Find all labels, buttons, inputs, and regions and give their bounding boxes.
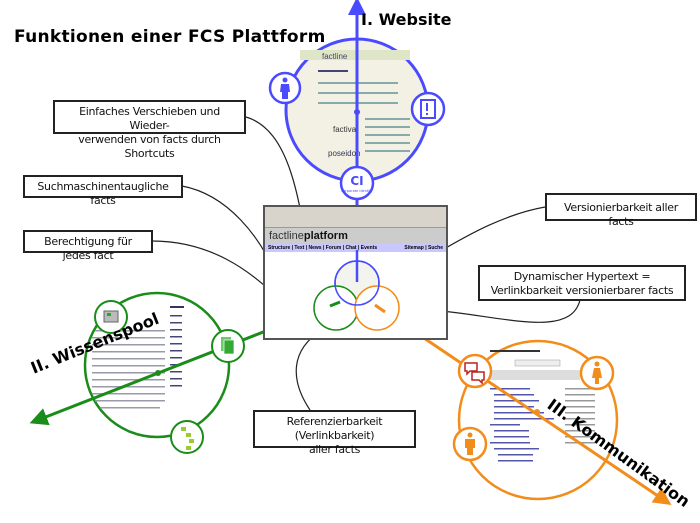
menu-right: Sitemap | Suche — [404, 245, 443, 251]
menu-items: Structure | Text | News | Forum | Chat |… — [268, 245, 378, 251]
svg-text:poseidon: poseidon — [328, 149, 360, 158]
platform-brand: factlineplatform — [265, 228, 446, 244]
kommunikation-circle — [457, 339, 619, 501]
svg-text:factiva.: factiva. — [333, 125, 358, 134]
browser-toolbar — [265, 207, 446, 228]
callout-versioning: Versionierbarkeit aller facts — [545, 193, 697, 228]
callout-line: Dynamischer Hypertext = — [513, 270, 651, 283]
callout-line: aller facts — [308, 443, 361, 456]
ci-sublabel: corporate identity — [341, 189, 372, 193]
callout-line: Verlinkbarkeit versionierbarer facts — [490, 284, 674, 297]
callout-line: Einfaches Verschieben und Wieder- — [79, 105, 220, 132]
wissenspool-list — [92, 306, 184, 409]
callout-shortcuts: Einfaches Verschieben und Wieder- verwen… — [53, 100, 246, 160]
callout-line: Versionierbarkeit aller facts — [564, 201, 678, 228]
ci-label: CI — [350, 174, 363, 188]
callout-line: Referenzierbarkeit (Verlinkbarkeit) — [286, 415, 383, 442]
wissenspool-section — [29, 291, 341, 454]
brand-light: factline — [269, 230, 304, 242]
kommunikation-thread-list — [490, 350, 595, 462]
callout-line: Suchmaschinentaugliche facts — [37, 180, 169, 207]
callout-reference: Referenzierbarkeit (Verlinkbarkeit) alle… — [253, 410, 416, 456]
callout-line: Berechtigung für jedes fact — [44, 235, 132, 262]
ci-badge — [339, 165, 375, 201]
platform-screenshot: factlineplatform Structure | Text | News… — [263, 205, 448, 340]
callout-hypertext: Dynamischer Hypertext = Verlinkbarkeit v… — [478, 265, 686, 301]
brand-bold: platform — [303, 230, 348, 242]
website-label: I. Website — [361, 10, 452, 29]
callout-search: Suchmaschinentaugliche facts — [23, 175, 183, 207]
page-title: Funktionen einer FCS Plattform — [14, 27, 326, 47]
callout-line: verwenden von facts durch Shortcuts — [78, 133, 221, 160]
callout-permission: Berechtigung für jedes fact — [23, 230, 153, 262]
svg-text:factline: factline — [322, 52, 348, 61]
kommunikation-section — [373, 302, 672, 506]
platform-menu: Structure | Text | News | Forum | Chat |… — [265, 244, 446, 252]
